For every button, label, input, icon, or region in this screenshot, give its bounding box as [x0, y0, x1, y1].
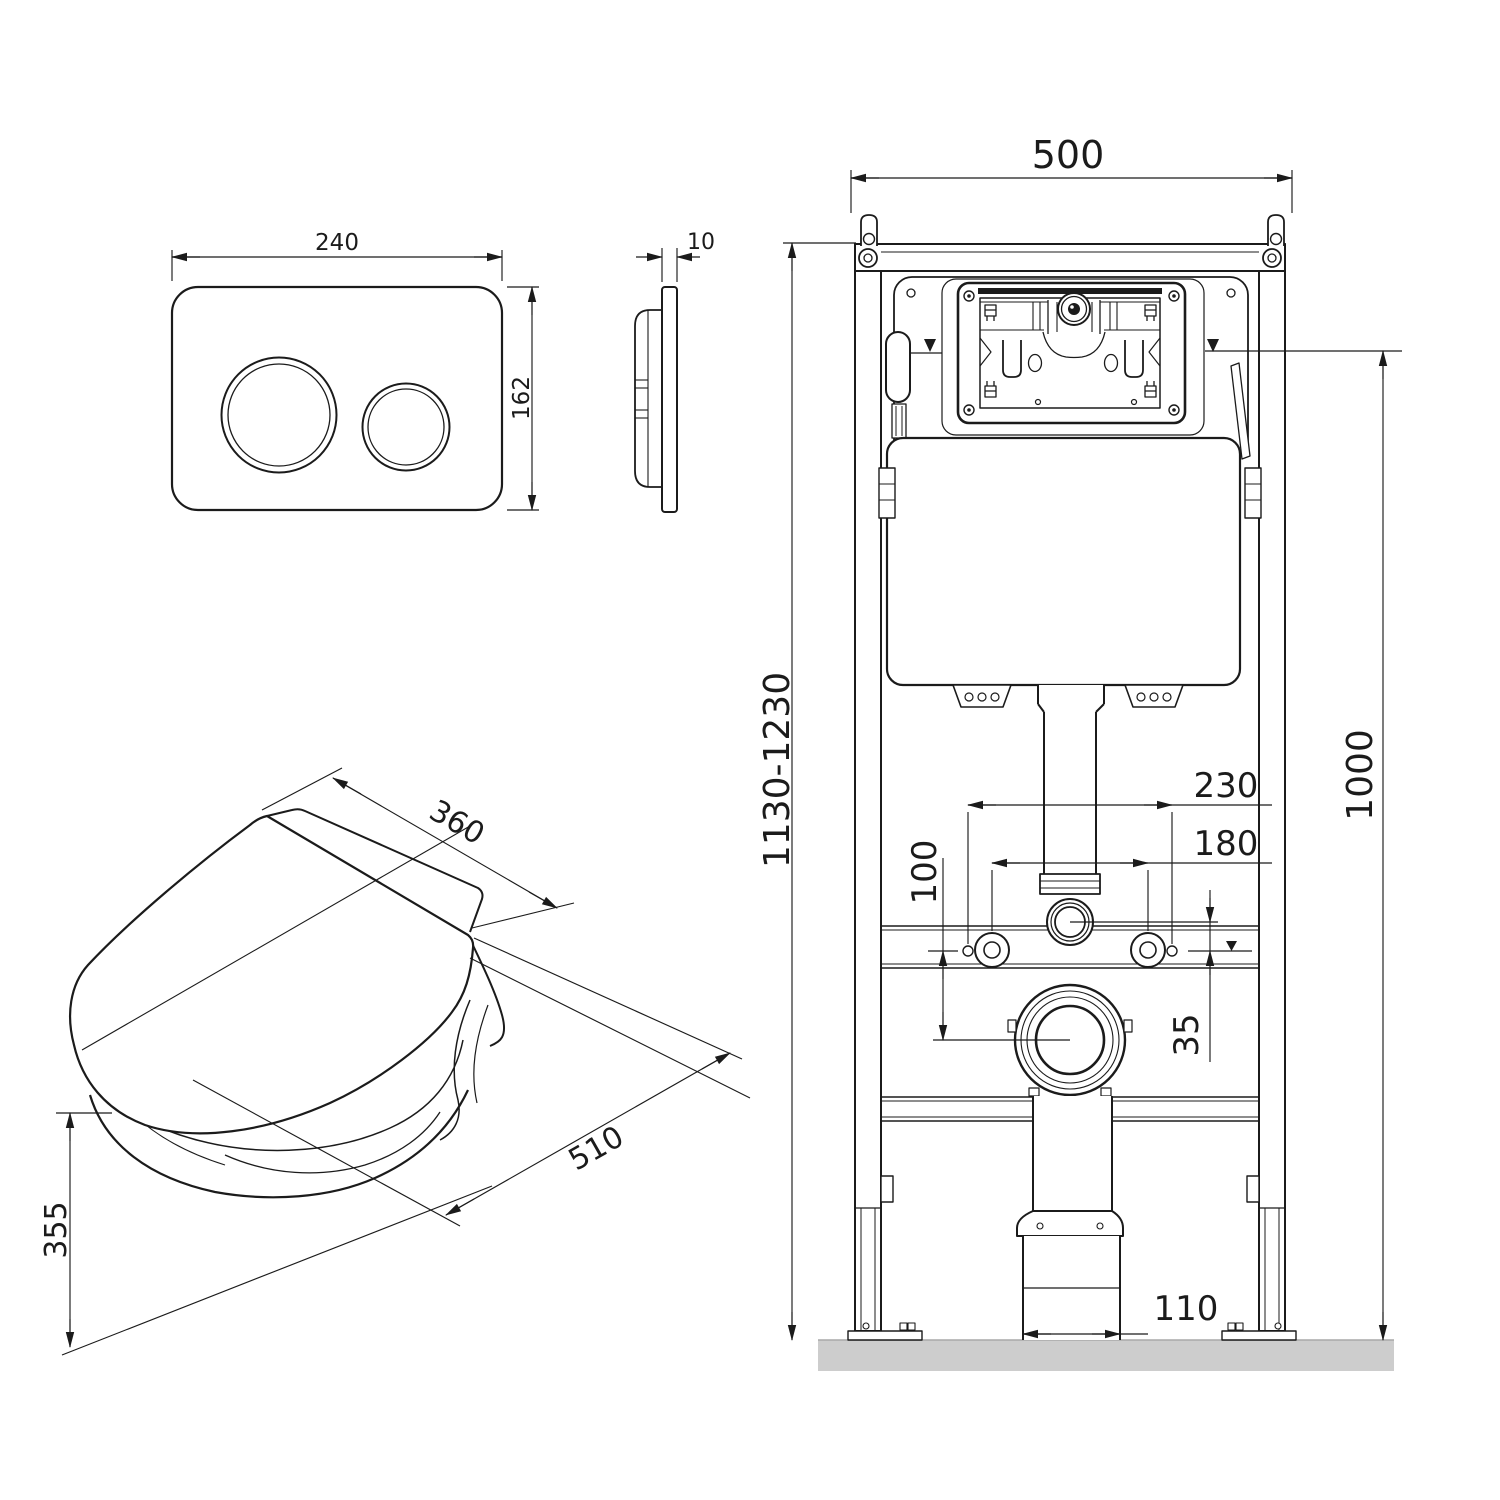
flush-plate-front-view: 240 162: [170, 230, 539, 512]
concealed-cistern: [878, 362, 1262, 708]
body-projection-line: [469, 957, 751, 1099]
dim-stud-to-outlet-label: 100: [905, 840, 945, 905]
dim-frame-height-range: 1130-1230: [757, 242, 856, 1341]
foot-plates: [847, 1322, 1297, 1341]
panel-clip-icons: [984, 304, 1157, 398]
small-flush-button: [361, 382, 451, 472]
flush-plate-outline: [170, 285, 504, 512]
dim-stud-spacing: 180: [991, 824, 1272, 931]
dim-axis-offset-label: 35: [1167, 1013, 1207, 1056]
right-rail-bolt: [1262, 248, 1282, 268]
shroud-right-edge: [467, 934, 506, 1047]
dim-frame-width-label: 500: [1032, 133, 1105, 177]
ground-projection-line: [61, 1185, 493, 1356]
fixing-studs: [962, 932, 1178, 968]
left-leg-clamp: [880, 1175, 894, 1203]
dim-toilet-height: 355: [39, 1112, 112, 1348]
installation-frame-front-view: 500 1130-1230 1000 230: [757, 133, 1402, 1371]
dim-stud-spacing-label: 180: [1194, 824, 1259, 864]
dim-axis-offset: 35: [1070, 890, 1252, 1062]
dim-flush-axis-height: 1000: [1205, 350, 1402, 1341]
dim-plate-height: 162: [507, 286, 539, 511]
water-level-triangle-icon: [924, 339, 936, 352]
wall-hung-toilet-isometric-view: 360 510 355: [39, 767, 751, 1356]
left-hanger-hook: [860, 214, 878, 246]
flush-pipe: [1037, 685, 1105, 946]
dim-toilet-depth: 510: [445, 937, 743, 1216]
dim-plate-height-label: 162: [509, 376, 535, 420]
dim-plate-width-label: 240: [315, 230, 359, 256]
water-level-triangle-icon: [1226, 941, 1237, 951]
large-flush-button: [220, 356, 338, 474]
bowl-under-lip: [224, 1111, 441, 1174]
panel-bracket-left: [1002, 340, 1022, 378]
flush-plate-side-view: 10: [634, 230, 715, 513]
flush-rod: [885, 331, 911, 403]
hinge-cover: [266, 808, 484, 933]
right-leg-clamp: [1246, 1175, 1260, 1203]
dim-toilet-height-label: 355: [39, 1201, 74, 1258]
toilet-lid: [68, 814, 475, 1135]
tank-tab-left: [952, 684, 1012, 708]
water-level-triangle-icon: [1207, 339, 1219, 352]
plate-side-outline: [661, 286, 678, 513]
dim-toilet-width-label: 360: [423, 793, 490, 852]
dim-frame-height-range-label: 1130-1230: [757, 672, 798, 868]
right-hanger-hook: [1267, 214, 1285, 246]
dim-drain-diameter-label: 110: [1154, 1289, 1219, 1329]
dim-bolt-spacing-label: 230: [1194, 766, 1259, 806]
dim-bolt-spacing: 230: [967, 766, 1272, 944]
floor: [818, 1339, 1394, 1371]
pipe-collar: [1039, 873, 1101, 895]
dim-stud-to-outlet: 100: [905, 840, 1070, 1041]
left-upright: [854, 243, 882, 1332]
bowl-body-outline: [88, 1089, 469, 1199]
right-upright: [1258, 243, 1286, 1332]
dim-plate-width: 240: [171, 230, 503, 281]
dim-toilet-depth-label: 510: [563, 1119, 630, 1178]
tank-tab-right: [1124, 684, 1184, 708]
drain-pipe: [1016, 1096, 1124, 1340]
top-rail: [854, 243, 1286, 272]
dim-drain-diameter: 110: [1022, 1289, 1219, 1339]
tank-bracket-left: [878, 467, 896, 519]
dim-flush-axis-height-label: 1000: [1340, 729, 1381, 821]
fill-hose: [1230, 362, 1251, 460]
panel-top-slot: [978, 288, 1162, 294]
dim-frame-width: 500: [850, 133, 1293, 213]
dim-plate-thickness: 10: [636, 230, 715, 282]
panel-bracket-right: [1124, 340, 1144, 378]
access-panel: [941, 278, 1205, 436]
tank-bracket-right: [1244, 467, 1262, 519]
left-rail-bolt: [858, 248, 878, 268]
dim-plate-thickness-label: 10: [687, 230, 715, 255]
lid-crease-line: [81, 825, 471, 1051]
